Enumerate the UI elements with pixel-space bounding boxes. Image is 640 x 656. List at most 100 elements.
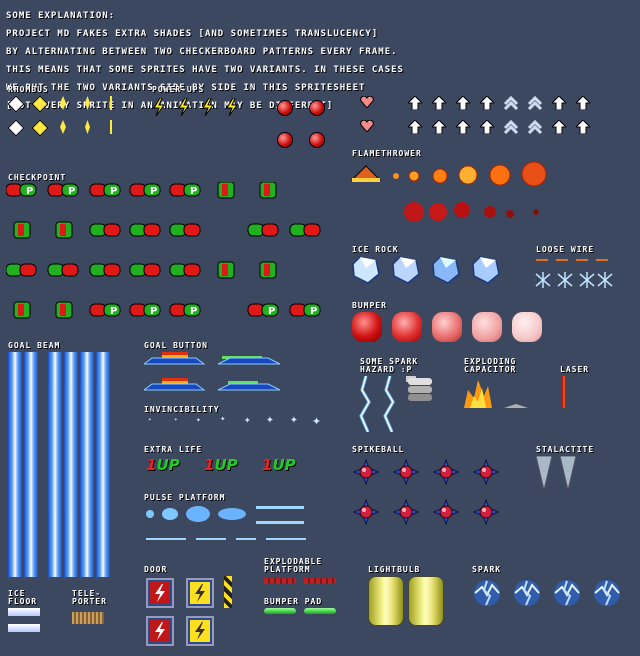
- rhombus-sprite: [85, 120, 90, 134]
- sparkle-icon: ✦: [266, 412, 274, 427]
- heart-icon: [360, 96, 374, 108]
- sparkle-icon: ✦: [290, 412, 298, 427]
- sparkle-icon: ✦: [220, 414, 226, 424]
- label-sparkhazard: SOME SPARK HAZARD :P: [360, 357, 419, 374]
- bomb-icon: [309, 100, 325, 116]
- oneup-text: UP: [156, 456, 180, 474]
- ice-rock-sprite: [352, 256, 380, 284]
- intro-line-3: BY ALTERNATING BETWEEN TWO CHECKERBOARD …: [6, 47, 398, 57]
- bumper-sprite: [512, 312, 542, 342]
- ice-floor-sprite: [8, 624, 40, 632]
- bomb-icon: [309, 132, 325, 148]
- rhombus-sprite: [110, 120, 112, 134]
- label-flamethrower: FLAMETHROWER: [352, 149, 422, 158]
- lightning-bolt-icon: [202, 98, 214, 116]
- label-goalbeam: GOAL BEAM: [8, 341, 61, 350]
- bumper-pad-sprite: [304, 608, 336, 614]
- bumper-sprite: [352, 312, 382, 342]
- sparkle-icon: ✦: [196, 415, 201, 424]
- label-laser: LASER: [560, 365, 590, 374]
- loose-wire-sprites: [535, 259, 613, 288]
- pulse-platform-sprites: [146, 506, 306, 540]
- ice-rock-sprite: [472, 256, 500, 284]
- label-bumperpad: BUMPER PAD: [264, 597, 323, 606]
- up-arrow-icon: [576, 120, 590, 134]
- up-arrow-icon: [408, 120, 422, 134]
- explodable-platform-sprite: [264, 578, 296, 584]
- goal-beam-column: [96, 352, 110, 577]
- lightning-bolt-icon: [153, 98, 165, 116]
- door-sprite: [146, 578, 174, 608]
- checkpoint-sprites: P: [6, 182, 321, 319]
- rhombus-sprite: [110, 96, 112, 110]
- double-chevron-up-icon: [528, 120, 542, 134]
- lightning-bolt-icon: [150, 620, 170, 642]
- goal-beam-column: [48, 352, 62, 577]
- up-arrow-icon: [480, 120, 494, 134]
- label-stalactite: STALACTITE: [536, 445, 595, 454]
- bumper-sprite: [392, 312, 422, 342]
- goal-beam-column: [8, 352, 22, 577]
- lightbulb-sprite: [368, 576, 404, 626]
- label-capacitor: EXPLODING CAPACITOR: [464, 357, 517, 374]
- label-explodable: EXPLODABLE PLATFORM: [264, 557, 323, 574]
- up-arrow-icon: [432, 96, 446, 110]
- oneup-text: UP: [214, 456, 238, 474]
- up-arrow-icon: [456, 120, 470, 134]
- bumper-sprite: [432, 312, 462, 342]
- ice-rock-sprite: [392, 256, 420, 284]
- label-invincibility: INVINCIBILITY: [144, 405, 220, 414]
- laser-sprite: [562, 376, 566, 408]
- bomb-icon: [277, 100, 293, 116]
- label-icefloor: ICE FLOOR: [8, 589, 38, 606]
- extra-life-sprite: 1UP: [146, 456, 180, 474]
- up-arrow-icon: [456, 96, 470, 110]
- label-goalbutton: GOAL BUTTON: [144, 341, 208, 350]
- lightning-bolt-icon: [150, 582, 170, 604]
- up-arrow-icon: [408, 96, 422, 110]
- double-chevron-up-icon: [504, 120, 518, 134]
- label-icerock: ICE ROCK: [352, 245, 399, 254]
- teleporter-sprite: [72, 612, 104, 624]
- goal-beam-column: [24, 352, 38, 577]
- capacitor-idle-sprite: [408, 378, 432, 401]
- label-pulseplatform: PULSE PLATFORM: [144, 493, 226, 502]
- label-spikeball: SPIKEBALL: [352, 445, 405, 454]
- bomb-icon: [277, 132, 293, 148]
- stalactite-sprites: [535, 456, 577, 490]
- label-powerups: POWER-UPS: [152, 85, 205, 94]
- up-arrow-icon: [576, 96, 590, 110]
- sparkle-icon: ✦: [312, 411, 322, 429]
- exploding-capacitor-sprites: [464, 380, 528, 408]
- sparkle-icon: ✦: [244, 413, 251, 426]
- lightbulb-sprite: [408, 576, 444, 626]
- up-arrow-icon: [480, 96, 494, 110]
- flamethrower-sprites: [350, 161, 547, 222]
- label-loosewire: LOOSE WIRE: [536, 245, 595, 254]
- lightning-bolt-icon: [178, 98, 190, 116]
- up-arrow-icon: [552, 120, 566, 134]
- intro-line-4: THIS MEANS THAT SOME SPRITES HAVE TWO VA…: [6, 65, 404, 75]
- label-door: DOOR: [144, 565, 168, 574]
- ice-rock-sprite: [432, 256, 460, 284]
- heart-icon: [360, 120, 374, 132]
- spikeball-sprites: [353, 459, 499, 525]
- double-chevron-up-icon: [528, 96, 542, 110]
- oneup-number: 1: [204, 456, 215, 474]
- goal-beam-column: [64, 352, 78, 577]
- rhombus-sprite: [60, 96, 66, 110]
- rhombus-sprite: [60, 120, 66, 134]
- spark-sprites: [473, 579, 621, 607]
- up-arrow-icon: [432, 120, 446, 134]
- door-frame-sprite: [224, 576, 232, 608]
- bumper-pad-sprite: [264, 608, 296, 614]
- intro-line-2: PROJECT MD FAKES EXTRA SHADES [AND SOMET…: [6, 29, 379, 39]
- door-sprite: [186, 578, 214, 608]
- up-arrow-icon: [552, 96, 566, 110]
- oneup-text: UP: [272, 456, 296, 474]
- oneup-number: 1: [146, 456, 157, 474]
- rhombus-sprite: [7, 119, 25, 137]
- goal-beam-column: [80, 352, 94, 577]
- extra-life-sprite: 1UP: [204, 456, 238, 474]
- lightning-bolt-icon: [190, 620, 210, 642]
